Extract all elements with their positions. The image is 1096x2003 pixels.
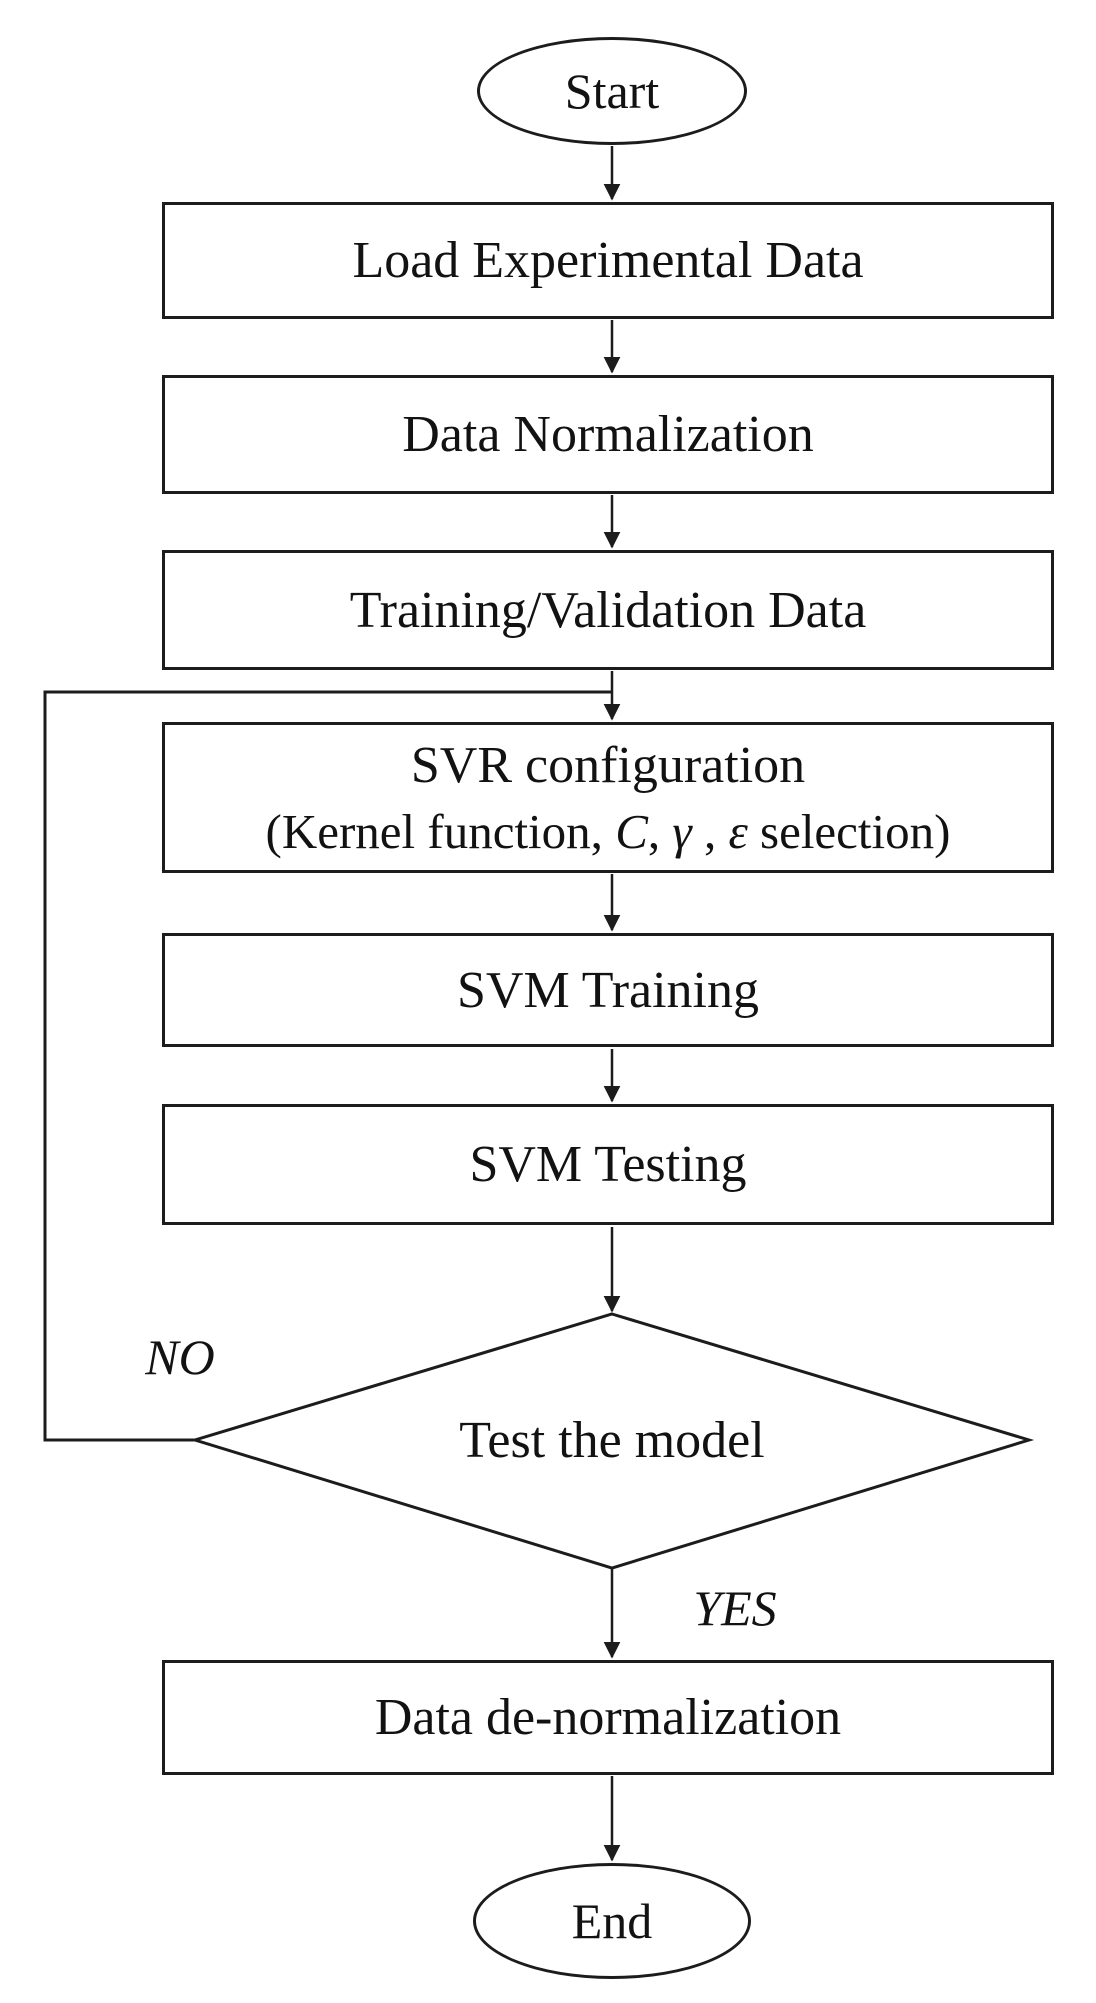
process-data-normalization: Data Normalization <box>162 375 1054 494</box>
process-data-denormalization: Data de-normalization <box>162 1660 1054 1775</box>
no-label-text: NO <box>145 1329 215 1385</box>
svr-configuration-line2: (Kernel function, C, γ , ε selection) <box>266 800 951 865</box>
svr-param-gamma: γ <box>672 804 692 860</box>
start-label: Start <box>564 63 660 119</box>
svr-param-c: C <box>615 804 648 860</box>
process-training-validation-data: Training/Validation Data <box>162 550 1054 670</box>
data-normalization-label: Data Normalization <box>402 406 814 463</box>
process-svm-testing: SVM Testing <box>162 1104 1054 1225</box>
edge-label-no: NO <box>115 1326 245 1388</box>
svr-line2-separator-1: , <box>647 804 673 860</box>
decision-test-the-model: Test the model <box>312 1410 912 1470</box>
svr-param-epsilon: ε <box>728 804 748 860</box>
start-node: Start <box>477 37 747 145</box>
svr-line2-text-close: selection) <box>747 804 951 860</box>
load-experimental-data-label: Load Experimental Data <box>352 232 864 289</box>
data-denormalization-label: Data de-normalization <box>374 1689 842 1746</box>
svr-configuration-line1: SVR configuration <box>410 736 806 794</box>
end-label: End <box>571 1893 653 1949</box>
edge-label-yes: YES <box>655 1577 815 1639</box>
edge-no-loop <box>43 690 612 1442</box>
svr-line2-text-open: (Kernel function, <box>265 804 616 860</box>
process-load-experimental-data: Load Experimental Data <box>162 202 1054 319</box>
process-svr-configuration: SVR configuration (Kernel function, C, γ… <box>162 722 1054 873</box>
svm-testing-label: SVM Testing <box>469 1136 747 1193</box>
yes-label-text: YES <box>693 1580 777 1636</box>
decision-diamond-shape <box>189 1312 1035 1570</box>
training-validation-data-label: Training/Validation Data <box>349 581 867 639</box>
svm-training-label: SVM Training <box>457 961 759 1019</box>
decision-label-text: Test the model <box>459 1411 765 1469</box>
svr-line2-separator-2: , <box>691 804 729 860</box>
process-svm-training: SVM Training <box>162 933 1054 1047</box>
end-node: End <box>473 1863 751 1979</box>
